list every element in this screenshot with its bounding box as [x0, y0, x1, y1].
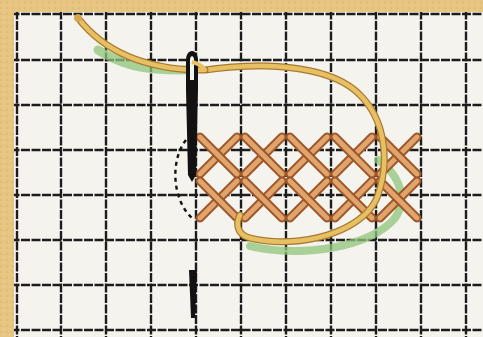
cross-stitch-illustration	[0, 0, 483, 337]
